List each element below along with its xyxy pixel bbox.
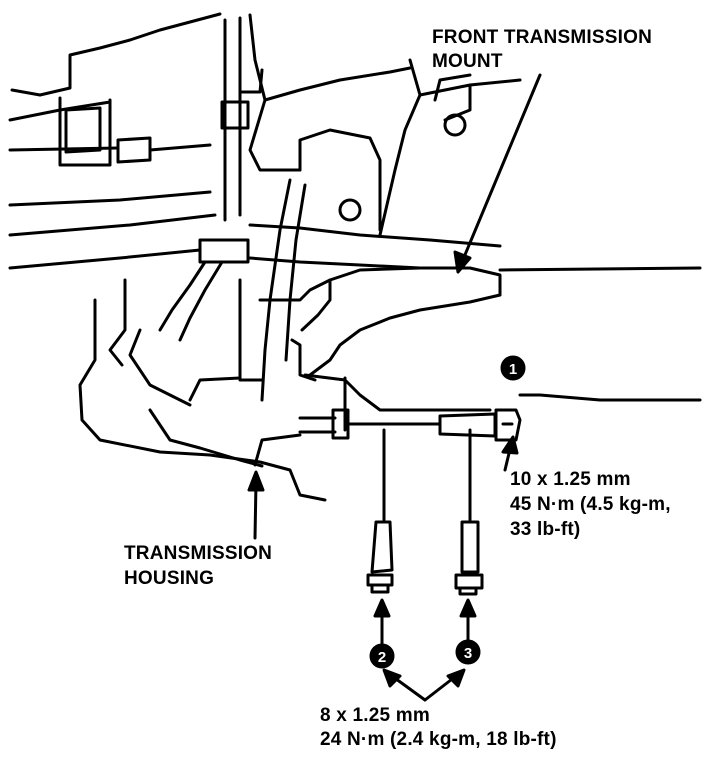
- leader-arrows: [247, 73, 542, 702]
- bolt2-arrow-head: [373, 598, 391, 618]
- callout-3-number: 3: [464, 645, 472, 662]
- bolt1-size-label: 10 x 1.25 mm: [510, 469, 631, 490]
- bolt1-torque-line2: 33 lb-ft): [510, 519, 581, 540]
- housing-arrow-head: [247, 470, 265, 492]
- bolt-2: [366, 428, 394, 594]
- bolt23-size-label: 8 x 1.25 mm: [320, 705, 430, 726]
- bolt-3: [454, 428, 484, 596]
- mount-bracket: [238, 13, 702, 432]
- bolt-1: [298, 408, 522, 442]
- housing-label-line1: TRANSMISSION: [124, 543, 273, 564]
- bolt1-torque-line1: 45 N·m (4.5 kg-m,: [510, 494, 671, 515]
- bolt23-torque-label: 24 N·m (2.4 kg-m, 18 lb-ft): [320, 729, 557, 750]
- callout-2: 2: [369, 643, 395, 669]
- callout-2-number: 2: [378, 649, 386, 666]
- housing-label-line2: HOUSING: [124, 568, 215, 589]
- transmission-housing-outline: [8, 12, 327, 502]
- front-mount-label-line2: MOUNT: [432, 51, 503, 72]
- front-mount-label-line1: FRONT TRANSMISSION: [432, 27, 652, 48]
- front-mount-arrow-head: [453, 250, 472, 274]
- bolt3-arrow-head: [459, 598, 477, 618]
- callout-1-number: 1: [509, 361, 517, 378]
- callout-1: 1: [500, 355, 526, 381]
- pipe-lines: [8, 16, 502, 342]
- callout-3: 3: [455, 639, 481, 665]
- front-mount-arrow-line: [460, 73, 542, 264]
- bolt1-arrow-head: [501, 435, 519, 455]
